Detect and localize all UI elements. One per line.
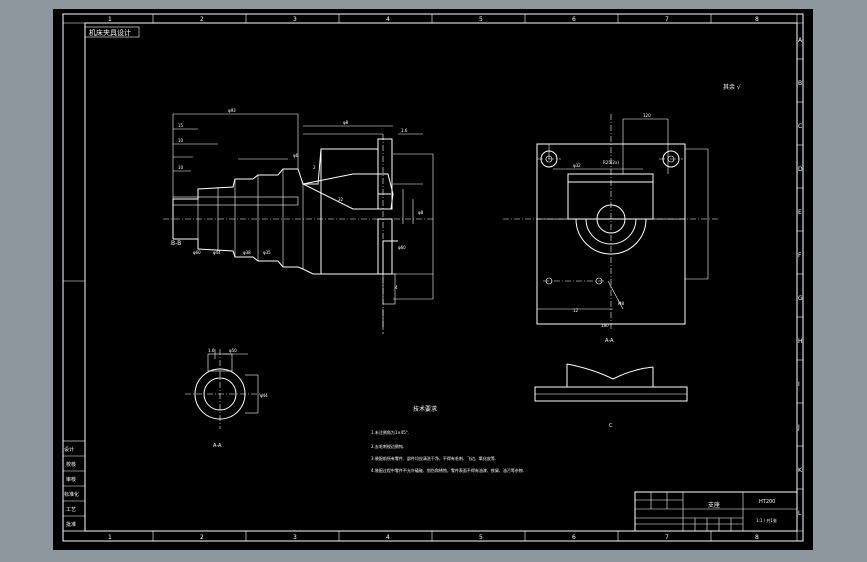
end-view-block[interactable]: 120 R25(2x) φ32 12 M8 180 A-A [503, 113, 718, 344]
svg-text:G: G [798, 295, 803, 302]
col-numbers-bottom: 1 2 3 4 5 6 7 8 [108, 534, 759, 541]
svg-text:C: C [798, 123, 802, 130]
svg-text:5: 5 [479, 16, 483, 23]
svg-text:7: 7 [665, 534, 669, 541]
svg-text:D: D [798, 166, 803, 173]
top-ruler [63, 14, 803, 24]
svg-text:8: 8 [755, 534, 759, 541]
svg-text:φ44: φ44 [213, 250, 221, 255]
svg-text:4.装配过程中零件不允许磕碰、划伤和锈蚀，零件表面不得有油漆: 4.装配过程中零件不允许磕碰、划伤和锈蚀，零件表面不得有油漆、铁屑、油污等杂物. [371, 467, 524, 473]
svg-text:1: 1 [108, 16, 112, 23]
svg-text:1.6: 1.6 [208, 348, 215, 353]
outer-border [62, 13, 804, 542]
roughness-note: 其余 √ [723, 83, 741, 91]
svg-text:J: J [797, 424, 800, 431]
svg-text:HT200: HT200 [759, 499, 775, 505]
svg-text:R25(2x): R25(2x) [603, 160, 619, 165]
svg-text:3: 3 [293, 534, 297, 541]
svg-text:180: 180 [601, 323, 609, 328]
svg-text:机床夹具设计: 机床夹具设计 [89, 28, 131, 37]
svg-text:技术要求: 技术要求 [413, 405, 437, 413]
svg-text:1:1 / 共1张: 1:1 / 共1张 [756, 517, 777, 523]
svg-text:E: E [798, 209, 802, 216]
svg-text:φ93: φ93 [228, 108, 236, 113]
svg-text:设计: 设计 [64, 446, 74, 453]
svg-text:批准: 批准 [66, 521, 76, 528]
svg-text:H: H [798, 338, 803, 345]
svg-text:审核: 审核 [66, 476, 76, 483]
left-side-table: 设计 校核 审核 标准化 工艺 批准 [62, 440, 86, 532]
svg-text:10: 10 [178, 165, 184, 170]
svg-text:F: F [798, 252, 802, 259]
svg-text:A-A: A-A [213, 443, 222, 449]
svg-text:φ60: φ60 [193, 250, 201, 255]
svg-text:32: 32 [338, 197, 344, 202]
svg-text:L: L [798, 510, 802, 517]
svg-text:φ60: φ60 [398, 245, 406, 250]
svg-text:6: 6 [572, 16, 576, 23]
svg-text:8: 8 [755, 16, 759, 23]
inner-border [84, 22, 798, 532]
svg-text:φ44: φ44 [260, 393, 268, 398]
svg-text:4: 4 [386, 534, 390, 541]
title-block[interactable]: 支座 HT200 1:1 / 共1张 [634, 491, 798, 532]
svg-text:A: A [798, 37, 803, 44]
svg-text:3: 3 [293, 16, 297, 23]
svg-text:M8: M8 [618, 301, 624, 306]
svg-text:φ38: φ38 [243, 250, 251, 255]
corner-label: 机床夹具设计 [84, 26, 140, 38]
svg-text:I: I [798, 381, 800, 388]
svg-text:工艺: 工艺 [66, 507, 76, 513]
svg-text:1: 1 [108, 534, 112, 541]
technical-requirements: 技术要求 1.未注倒角为1×45°. 2.去毛刺锐边倒钝. 3.装配前所有零件、… [371, 405, 524, 473]
bottom-ruler [63, 530, 803, 541]
svg-text:φ32: φ32 [573, 163, 581, 168]
drawing-canvas[interactable]: 1 2 3 4 5 6 7 8 1 2 3 4 5 6 7 8 A B C D … [53, 9, 813, 550]
svg-text:10: 10 [178, 138, 184, 143]
svg-text:φ35: φ35 [263, 250, 271, 255]
svg-text:4: 4 [395, 285, 398, 290]
svg-text:支座: 支座 [708, 501, 720, 509]
svg-text:φ8: φ8 [418, 210, 424, 215]
svg-text:120: 120 [643, 113, 651, 118]
svg-text:K: K [798, 467, 803, 474]
svg-text:7: 7 [665, 16, 669, 23]
main-section-view[interactable]: φ93 φ8 φ6 32 2 15 10 10 φ60 φ44 φ38 φ35 … [163, 108, 434, 334]
svg-text:12: 12 [573, 308, 579, 313]
svg-text:5: 5 [479, 534, 483, 541]
svg-text:φ50: φ50 [229, 348, 237, 353]
svg-text:A-A: A-A [605, 338, 614, 344]
svg-text:校核: 校核 [66, 461, 76, 468]
svg-text:标准化: 标准化 [64, 491, 79, 498]
row-letters: A B C D E F G H I J K L [797, 37, 803, 517]
svg-text:2.去毛刺锐边倒钝.: 2.去毛刺锐边倒钝. [371, 443, 404, 449]
svg-text:φ6: φ6 [293, 153, 299, 158]
svg-text:φ8: φ8 [343, 120, 349, 125]
svg-text:2: 2 [313, 165, 316, 170]
plate-view[interactable]: C [534, 363, 688, 429]
svg-text:15: 15 [178, 123, 184, 128]
col-numbers-top: 1 2 3 4 5 6 7 8 [108, 16, 759, 23]
svg-text:C: C [609, 423, 613, 429]
right-ruler [796, 14, 803, 541]
svg-text:2: 2 [200, 534, 204, 541]
svg-text:2: 2 [200, 16, 204, 23]
svg-text:1.未注倒角为1×45°.: 1.未注倒角为1×45°. [371, 429, 409, 435]
svg-text:6: 6 [572, 534, 576, 541]
round-section-view[interactable]: 1.6 φ50 φ44 A-A [185, 348, 268, 449]
svg-text:4: 4 [386, 16, 390, 23]
svg-text:B-B: B-B [171, 240, 181, 247]
svg-text:B: B [798, 80, 802, 87]
svg-text:1.6: 1.6 [401, 128, 408, 133]
cad-viewport[interactable]: 1 2 3 4 5 6 7 8 1 2 3 4 5 6 7 8 A B C D … [53, 9, 813, 550]
svg-text:其余 √: 其余 √ [723, 83, 741, 91]
svg-text:3.装配前所有零件、部件均应清洗干净，不得有毛刺、飞边、氧化: 3.装配前所有零件、部件均应清洗干净，不得有毛刺、飞边、氧化皮等. [371, 455, 496, 461]
